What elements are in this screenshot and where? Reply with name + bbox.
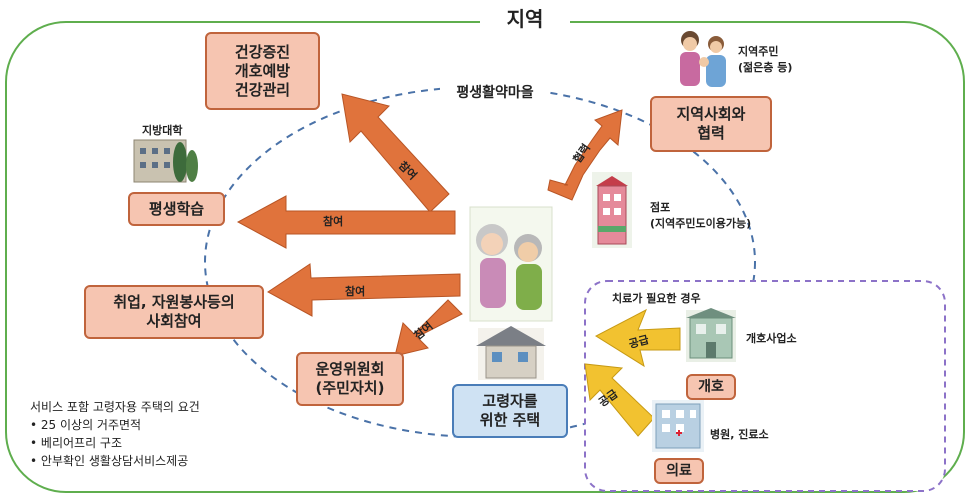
arrow-supply-medical: [584, 363, 655, 437]
requirements-item-text: 베리어프리 구조: [40, 436, 123, 450]
health-line-1: 건강증진: [234, 42, 291, 61]
hospital-building-icon: [652, 400, 704, 452]
requirements-item: • 베리어프리 구조: [30, 436, 123, 450]
requirements-item-text: 안부확인 생활상담서비스제공: [40, 454, 189, 468]
arrow-to-learning: [236, 195, 456, 249]
care-office-label: 개호사업소: [746, 332, 797, 345]
arrow-supply-care: [594, 308, 681, 368]
community-line-2: 협력: [697, 124, 725, 142]
senior-house-icon: [476, 326, 546, 380]
university-building-icon: [133, 139, 198, 183]
health-promotion-box: 건강증진 개호예방 건강관리: [205, 32, 320, 110]
requirements-item-text: 25 이상의 거주면적: [40, 418, 142, 432]
hospital-label: 병원, 진료소: [710, 428, 769, 441]
arrow-to-employment: [267, 263, 461, 317]
health-line-3: 건강관리: [234, 80, 291, 99]
health-line-2: 개호예방: [234, 61, 291, 80]
residents-line-1: 지역주민: [738, 45, 779, 58]
social-participation-box: 취업, 자원봉사등의 사회참여: [84, 285, 264, 339]
university-label: 지방대학: [142, 124, 183, 137]
requirements-title: 서비스 포함 고령자용 주택의 요건: [30, 400, 200, 414]
housing-requirements: 서비스 포함 고령자용 주택의 요건 • 25 이상의 거주면적 • 베리어프리…: [30, 398, 200, 470]
care-box: 개호: [686, 374, 736, 400]
requirements-item: • 25 이상의 거주면적: [30, 418, 142, 432]
care-medical-frame: [584, 280, 946, 492]
village-label: 평생활약마을: [440, 82, 550, 102]
arrow-label-participation-2: 참여: [323, 214, 343, 228]
lifelong-learning-box: 평생학습: [128, 192, 225, 226]
residents-line-2: (젊은층 등): [738, 61, 793, 74]
community-line-1: 지역사회와: [676, 105, 746, 123]
employment-line-1: 취업, 자원봉사등의: [113, 293, 235, 311]
lifelong-learning-text: 평생학습: [148, 199, 205, 218]
medical-box: 의료: [654, 458, 704, 484]
store-building-icon: [592, 172, 632, 248]
store-line-2: (지역주민도이용가능): [650, 217, 752, 230]
arrow-cooperation: [547, 109, 623, 201]
operating-committee-box: 운영위원회 (주민자치): [296, 352, 404, 406]
housing-line-2: 위한 주택: [479, 411, 541, 429]
treatment-needed-label: 치료가 필요한 경우: [612, 292, 701, 305]
committee-line-2: (주민자치): [315, 379, 385, 397]
employment-line-2: 사회참여: [146, 312, 202, 330]
residents-family-icon: [680, 31, 726, 87]
community-cooperation-box: 지역사회와 협력: [650, 96, 772, 152]
store-line-1: 점포: [650, 201, 671, 214]
arrow-to-committee: [394, 299, 463, 357]
arrow-label-participation-3: 참여: [345, 284, 365, 298]
care-box-text: 개호: [698, 378, 724, 395]
arrow-label-supply-1: 공급: [627, 333, 650, 351]
elderly-couple-icon: [469, 206, 553, 322]
region-title: 지역: [480, 4, 570, 34]
committee-line-1: 운영위원회: [315, 360, 385, 378]
residents-label: 지역주민 (젊은층 등): [738, 44, 792, 76]
arrow-to-health: [341, 93, 450, 213]
requirements-item: • 안부확인 생활상담서비스제공: [30, 454, 189, 468]
senior-housing-box: 고령자를 위한 주택: [452, 384, 568, 438]
housing-line-1: 고령자를: [482, 392, 538, 410]
store-label: 점포 (지역주민도이용가능): [650, 200, 751, 232]
medical-box-text: 의료: [666, 462, 692, 479]
care-office-icon: [686, 308, 736, 362]
